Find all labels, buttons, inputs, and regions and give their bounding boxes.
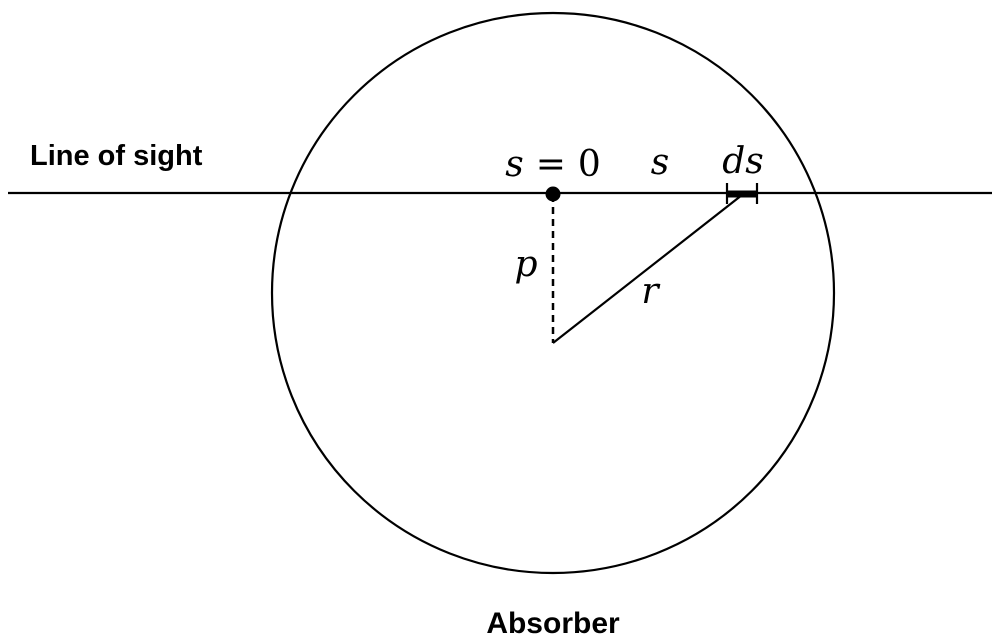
ds-label: ds — [722, 141, 764, 182]
line-of-sight-label: Line of sight — [30, 140, 203, 172]
p-label: p — [514, 244, 537, 285]
ds-segment-marker — [725, 183, 759, 204]
origin-point — [545, 186, 561, 202]
absorber-label: Absorber — [486, 607, 620, 640]
r-label: r — [641, 271, 660, 312]
s-label: s — [651, 142, 669, 183]
origin-label: s=0 — [505, 144, 601, 185]
radius-line — [552, 194, 743, 344]
absorber-circle — [270, 11, 836, 575]
